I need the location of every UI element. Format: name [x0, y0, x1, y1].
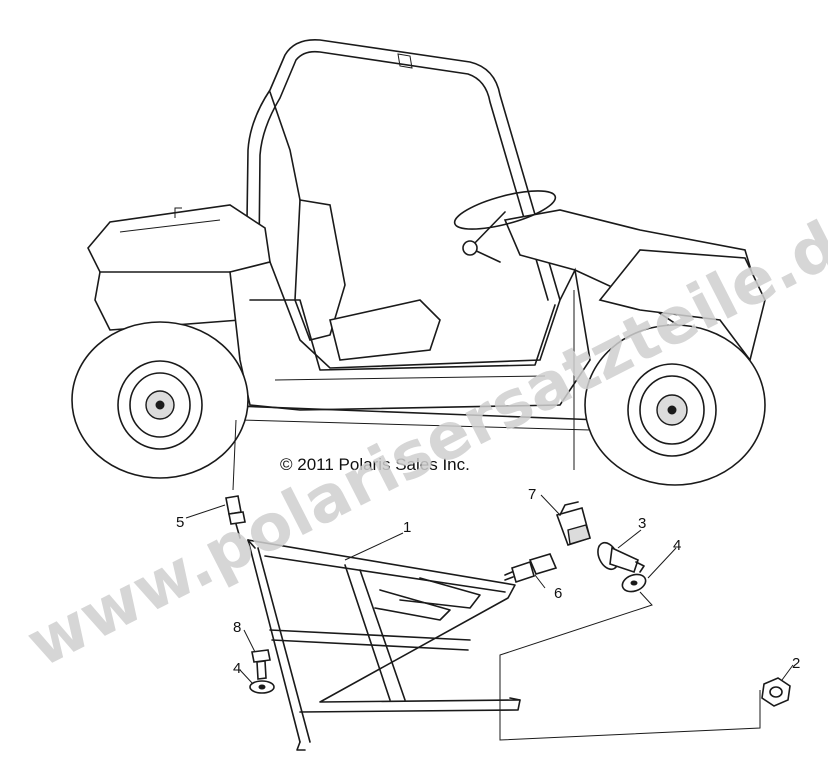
callout-numbers: 1 2 3 4 4 5 6 7 8	[176, 486, 800, 677]
part-4-washer-left	[249, 680, 275, 694]
part-7-clip	[555, 501, 591, 546]
callout-6: 6	[554, 585, 562, 602]
part-8-bolt	[251, 649, 271, 680]
callout-5: 5	[176, 514, 184, 531]
part-5-buckle	[225, 495, 246, 539]
part-6-buckle	[504, 553, 558, 584]
rear-wheel	[71, 321, 249, 479]
copyright-text: © 2011 Polaris Sales Inc.	[280, 455, 470, 474]
callout-7: 7	[528, 486, 536, 503]
callout-1: 1	[403, 519, 411, 536]
front-wheel	[584, 324, 766, 486]
callout-2: 2	[792, 655, 800, 672]
vehicle-illustration	[71, 38, 766, 491]
part-3-pin	[597, 541, 645, 574]
part-4-washer-right	[621, 573, 647, 593]
leader-lines	[185, 494, 794, 741]
callout-4-right: 4	[673, 537, 681, 554]
door-net-assembly	[247, 539, 521, 751]
callout-4-left: 4	[233, 660, 241, 677]
callout-8: 8	[233, 619, 241, 636]
callout-3: 3	[638, 515, 646, 532]
part-2-nut	[761, 677, 791, 707]
